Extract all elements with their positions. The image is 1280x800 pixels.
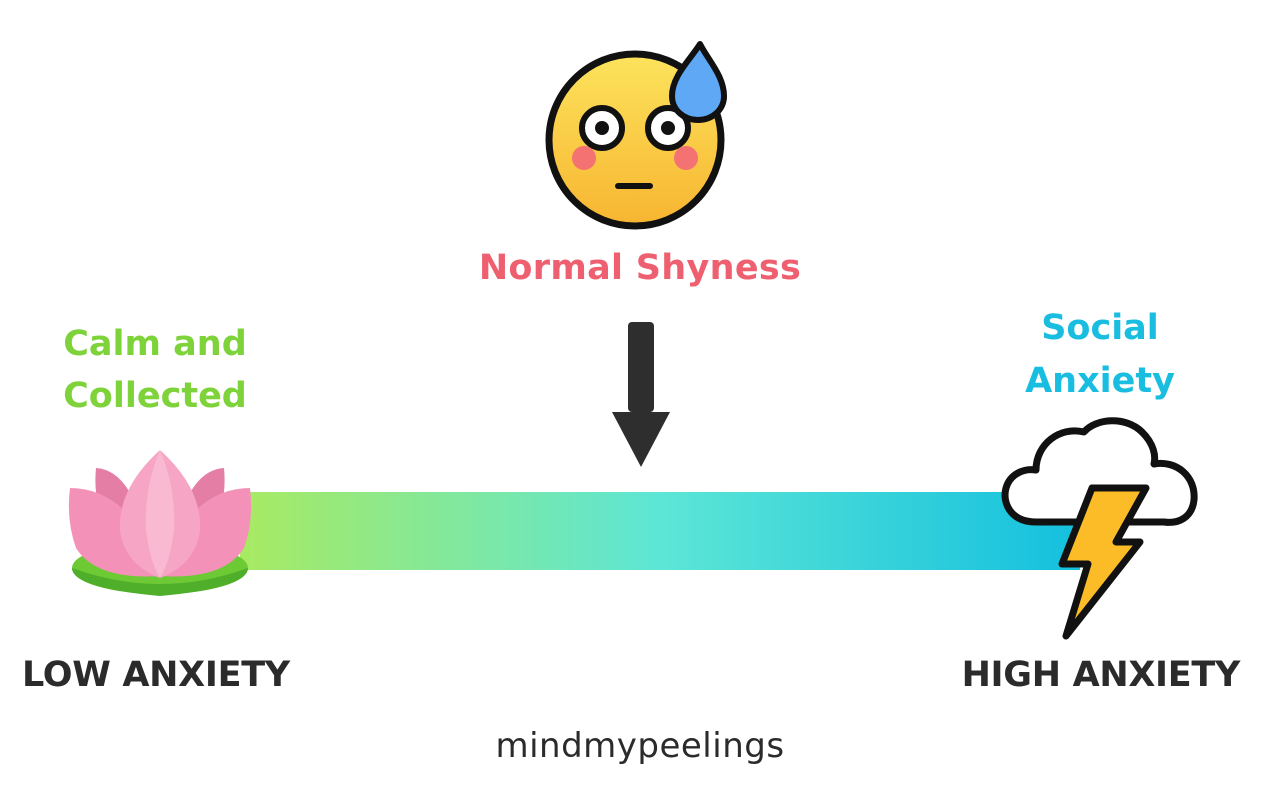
sweating-face-icon (540, 40, 730, 235)
high-anxiety-label: HIGH ANXIETY (961, 655, 1241, 695)
social-anxiety-label: Social Anxiety (990, 302, 1210, 408)
social-line-1: Social (1041, 308, 1159, 348)
anxiety-spectrum-bar (240, 492, 1080, 570)
lotus-icon (66, 448, 256, 598)
brand-watermark: mindmypeelings (495, 726, 785, 766)
social-line-2: Anxiety (1025, 361, 1175, 401)
storm-cloud-icon (996, 414, 1206, 644)
calm-line-1: Calm and (63, 324, 247, 364)
normal-shyness-label: Normal Shyness (478, 248, 802, 288)
down-arrow-icon (610, 320, 672, 470)
calm-line-2: Collected (63, 376, 247, 416)
calm-and-collected-label: Calm and Collected (40, 318, 270, 422)
low-anxiety-label: LOW ANXIETY (22, 655, 290, 695)
